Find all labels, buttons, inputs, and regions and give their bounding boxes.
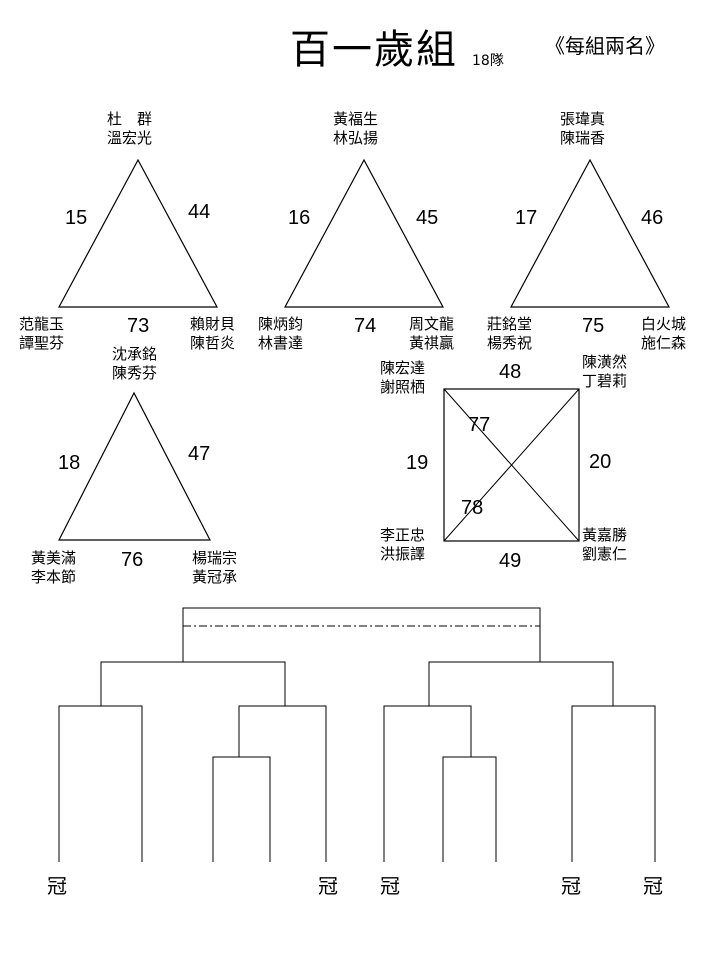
player-name: 黃冠承 [192,568,238,586]
match-number: 46 [641,207,664,229]
team-e4-names: 黃嘉勝 劉憲仁 [582,526,627,564]
player-name: 范龍玉 [19,315,65,333]
player-name: 李正忠 [380,526,426,544]
player-name: 沈承銘 [112,345,158,363]
team-d2-names: 黃美滿 李本節 [31,549,76,587]
player-name: 李本節 [31,568,77,586]
team-d3-names: 楊瑞宗 黃冠承 [192,549,237,587]
player-name: 洪振譯 [380,545,426,563]
champion-label: 冠 [47,874,67,898]
champion-label: 冠 [318,874,338,898]
team-e2-names: 陳潢然 丁碧莉 [582,353,627,391]
player-name: 溫宏光 [107,129,153,147]
team-a1-names: 杜 群 溫宏光 [107,110,152,148]
group-b-triangle [283,158,445,308]
player-name: 楊秀祝 [487,334,533,352]
page-title: 百一歲組 [290,27,458,73]
player-name: 林弘揚 [333,129,379,147]
match-number: 17 [515,207,538,229]
group-e-diagonal-2 [443,388,580,542]
team-count: 18隊 [472,53,504,69]
champion-label: 冠 [643,874,663,898]
group-a-triangle [57,158,219,308]
match-number: 77 [468,414,491,436]
group-d-triangle [58,391,211,541]
group-note: 《每組兩名》 [545,34,665,58]
team-d1-names: 沈承銘 陳秀芬 [112,345,157,383]
match-number: 74 [354,315,377,337]
player-name: 劉憲仁 [582,545,628,563]
player-name: 黃福生 [333,110,379,128]
match-number: 20 [589,451,612,473]
player-name: 丁碧莉 [582,372,628,390]
player-name: 張瑋真 [560,110,606,128]
player-name: 施仁森 [641,334,687,352]
player-name: 陳哲炎 [190,334,236,352]
match-number: 18 [58,452,81,474]
match-number: 44 [188,201,211,223]
player-name: 陳宏達 [380,359,426,377]
player-name: 陳潢然 [582,353,628,371]
player-name: 楊瑞宗 [192,549,238,567]
match-number: 75 [582,315,605,337]
team-c1-names: 張瑋真 陳瑞香 [560,110,605,148]
team-a3-names: 賴財貝 陳哲炎 [190,315,235,353]
player-name: 黃嘉勝 [582,526,628,544]
player-name: 杜 群 [107,110,153,128]
player-name: 周文龍 [409,315,455,333]
group-e-square [443,388,580,542]
match-number: 73 [127,315,150,337]
player-name: 譚聖芬 [19,334,65,352]
player-name: 黃祺贏 [409,334,455,352]
team-b2-names: 陳炳鈞 林書達 [258,315,303,353]
player-name: 黃美滿 [31,549,77,567]
team-a2-names: 范龍玉 譚聖芬 [19,315,64,353]
match-number: 48 [499,361,522,383]
team-c2-names: 莊銘堂 楊秀祝 [487,315,532,353]
player-name: 白火城 [641,315,687,333]
match-number: 16 [288,207,311,229]
match-number: 78 [461,497,484,519]
player-name: 陳瑞香 [560,129,606,147]
match-number: 19 [406,452,429,474]
group-c-triangle [509,158,671,308]
match-number: 76 [121,549,144,571]
match-number: 15 [65,207,88,229]
player-name: 賴財貝 [190,315,236,333]
team-b1-names: 黃福生 林弘揚 [333,110,378,148]
team-e3-names: 李正忠 洪振譯 [380,526,425,564]
champion-label: 冠 [380,874,400,898]
champion-label: 冠 [561,874,581,898]
team-b3-names: 周文龍 黃祺贏 [409,315,454,353]
player-name: 林書達 [258,334,304,352]
knockout-bracket [58,607,656,862]
team-c3-names: 白火城 施仁森 [641,315,686,353]
match-number: 49 [499,550,522,572]
player-name: 謝照栖 [380,378,426,396]
match-number: 47 [188,443,211,465]
player-name: 陳炳鈞 [258,315,304,333]
player-name: 陳秀芬 [112,364,158,382]
player-name: 莊銘堂 [487,315,533,333]
team-e1-names: 陳宏達 謝照栖 [380,359,425,397]
match-number: 45 [416,207,439,229]
